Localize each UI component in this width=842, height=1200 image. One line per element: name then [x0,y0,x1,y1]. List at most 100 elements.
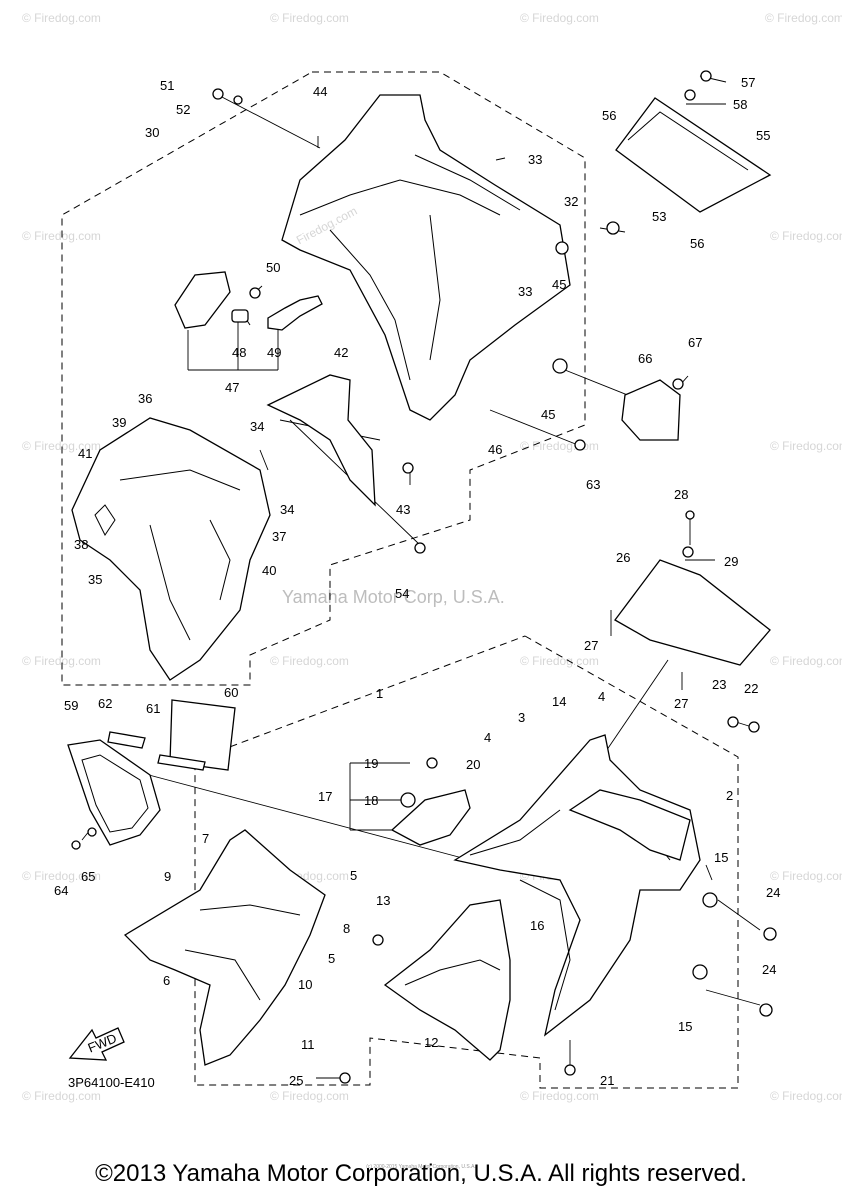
callout-label: 26 [616,550,630,565]
watermark-text: © Firedog.com [770,654,842,668]
callout-label: 56 [690,236,704,251]
watermark-text: © Firedog.com [520,11,599,25]
watermark-text: © Firedog.com [770,869,842,883]
callout-label: 37 [272,529,286,544]
callout-label: 51 [160,78,174,93]
callout-label: 3 [518,710,525,725]
fasteners [71,70,777,1084]
callout-label: 45 [552,277,566,292]
callout-label: 54 [395,586,409,601]
callout-label: 44 [313,84,327,99]
callout-label: 67 [688,335,702,350]
watermark-text: © Firedog.com [270,654,349,668]
watermark-text: © Firedog.com [770,439,842,453]
callout-label: 43 [396,502,410,517]
callout-label: 27 [584,638,598,653]
callout-label: 5 [350,868,357,883]
callout-label: 14 [552,694,566,709]
watermark-text: © Firedog.com [270,1089,349,1103]
callout-label: 15 [714,850,728,865]
callout-label: 32 [564,194,578,209]
callout-label: 63 [586,477,600,492]
watermark-text: © Firedog.com [22,1089,101,1103]
callout-label: 28 [674,487,688,502]
callout-label: 4 [598,689,605,704]
watermark-text: © Firedog.com [270,11,349,25]
callout-label: 64 [54,883,68,898]
callout-label: 56 [602,108,616,123]
callout-label: 24 [766,885,780,900]
callout-label: 60 [224,685,238,700]
callout-label: 22 [744,681,758,696]
callout-label: 6 [163,973,170,988]
callout-label: 34 [280,502,294,517]
callout-label: 46 [488,442,502,457]
callout-label: 29 [724,554,738,569]
callout-label: 34 [250,419,264,434]
callout-label: 41 [78,446,92,461]
callout-label: 35 [88,572,102,587]
callout-label: 5 [328,951,335,966]
callout-label: 4 [484,730,491,745]
callout-label: 19 [364,756,378,771]
callout-label: 59 [64,698,78,713]
watermark-text: © Firedog.com [520,1089,599,1103]
callout-label: 65 [81,869,95,884]
callout-label: 49 [267,345,281,360]
callout-label: 33 [528,152,542,167]
callout-label: 24 [762,962,776,977]
callout-label: 36 [138,391,152,406]
callout-label: 15 [678,1019,692,1034]
watermark-text: © Firedog.com [22,11,101,25]
callout-label: 47 [225,380,239,395]
callout-label: 52 [176,102,190,117]
copyright-text: ©2013 Yamaha Motor Corporation, U.S.A. A… [95,1160,747,1187]
callout-label: 40 [262,563,276,578]
callout-label: 48 [232,345,246,360]
callout-labels: 51 52 30 44 33 32 53 57 58 56 55 56 45 3… [54,75,780,1088]
callout-label: 12 [424,1035,438,1050]
callout-label: 55 [756,128,770,143]
callout-label: 50 [266,260,280,275]
callout-label: 16 [530,918,544,933]
callout-label: 1 [376,686,383,701]
fwd-arrow: FWD [68,1027,125,1061]
callout-label: 20 [466,757,480,772]
callout-label: 2 [726,788,733,803]
watermark-text: © Firedog.com [520,654,599,668]
watermark-text: © Firedog.com [22,654,101,668]
callout-label: 42 [334,345,348,360]
callout-label: 25 [289,1073,303,1088]
callout-label: 18 [364,793,378,808]
callout-label: 27 [674,696,688,711]
callout-label: 33 [518,284,532,299]
callout-label: 66 [638,351,652,366]
watermark-text: © Firedog.com [765,11,842,25]
watermark-text: © Firedog.com [22,229,101,243]
callout-label: 61 [146,701,160,716]
callout-label: 10 [298,977,312,992]
callout-label: 9 [164,869,171,884]
callout-label: 45 [541,407,555,422]
callout-label: 8 [343,921,350,936]
fineprint-text: (c) 2000-2015 Yamaha Motor Corporation, … [366,1164,476,1170]
watermark-text: © Firedog.com [770,229,842,243]
callout-label: 57 [741,75,755,90]
assembly-boundaries [61,71,739,1089]
callout-label: 21 [600,1073,614,1088]
watermark-text: © Firedog.com [770,1089,842,1103]
callout-label: 13 [376,893,390,908]
callout-label: 30 [145,125,159,140]
diagram-code: 3P64100-E410 [68,1075,155,1090]
watermark-text: © Firedog.com [520,439,599,453]
callout-label: 17 [318,789,332,804]
callout-label: 23 [712,677,726,692]
callout-label: 38 [74,537,88,552]
callout-label: 39 [112,415,126,430]
callout-label: 62 [98,696,112,711]
callout-label: 58 [733,97,747,112]
callout-label: 53 [652,209,666,224]
callout-label: 11 [301,1037,315,1052]
callout-label: 7 [202,831,209,846]
